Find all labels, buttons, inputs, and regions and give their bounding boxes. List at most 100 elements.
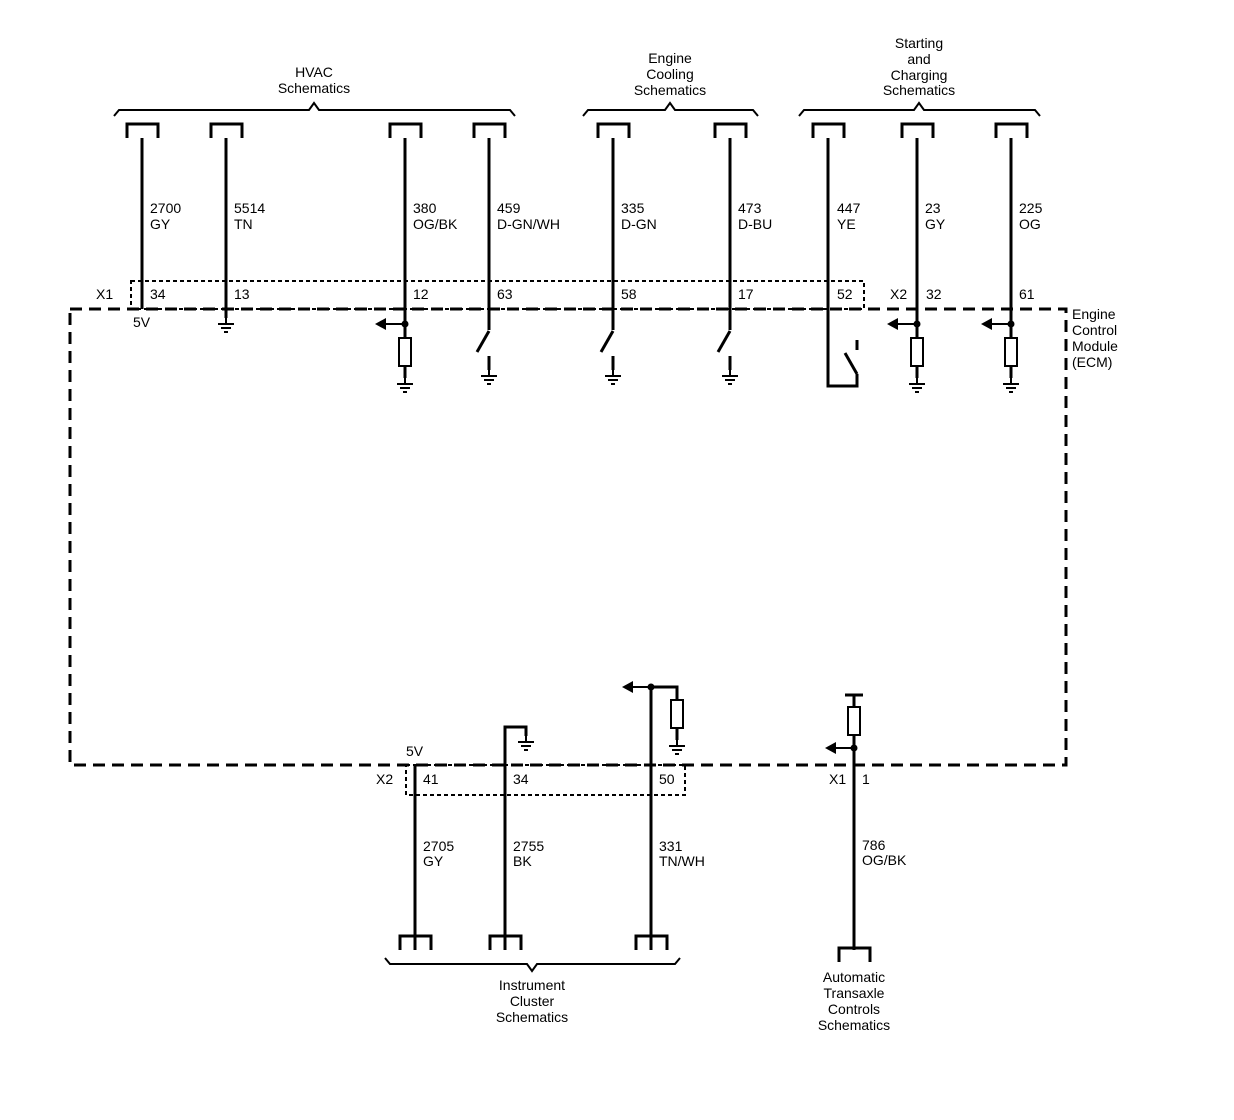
svg-text:Engine: Engine xyxy=(1072,306,1116,322)
x1-top-connector-outline xyxy=(130,280,865,310)
svg-text:HVAC: HVAC xyxy=(295,64,333,80)
svg-text:2755: 2755 xyxy=(513,838,544,854)
ground-icon xyxy=(668,739,686,755)
svg-text:473: 473 xyxy=(738,200,762,216)
signal-arrow-icon xyxy=(887,318,898,330)
signal-arrow-icon xyxy=(981,318,992,330)
ecm-label: Engine Control Module (ECM) xyxy=(1072,306,1118,370)
svg-text:380: 380 xyxy=(413,200,437,216)
svg-text:Charging: Charging xyxy=(891,67,948,83)
hvac-brace xyxy=(113,101,516,117)
svg-text:Schematics: Schematics xyxy=(634,82,706,98)
x2-bottom-connector-label: X2 xyxy=(376,771,393,787)
circuit-2705: 41 2705 GY xyxy=(413,765,454,950)
5v-reference-label-top: 5V xyxy=(133,314,151,330)
svg-text:and: and xyxy=(907,51,930,67)
svg-text:1: 1 xyxy=(862,771,870,787)
ground-icon xyxy=(217,317,235,333)
svg-text:Transaxle: Transaxle xyxy=(824,985,885,1001)
svg-text:786: 786 xyxy=(862,837,886,853)
svg-text:GY: GY xyxy=(423,853,444,869)
switch-icon xyxy=(475,330,491,353)
signal-arrow-icon xyxy=(375,318,386,330)
circuit-2700: 2700 GY 34 xyxy=(140,138,181,309)
resistor-icon xyxy=(910,337,924,367)
svg-text:17: 17 xyxy=(738,286,754,302)
hvac-schematics-label: HVAC Schematics xyxy=(278,64,350,96)
starting-charging-schematics-label: Starting and Charging Schematics xyxy=(883,35,955,98)
svg-text:2705: 2705 xyxy=(423,838,454,854)
svg-text:Controls: Controls xyxy=(828,1001,880,1017)
svg-text:Schematics: Schematics xyxy=(818,1017,890,1033)
svg-text:Module: Module xyxy=(1072,338,1118,354)
svg-text:BK: BK xyxy=(513,853,532,869)
resistor-icon xyxy=(1004,337,1018,367)
resistor-icon xyxy=(847,706,861,736)
svg-text:OG: OG xyxy=(1019,216,1041,232)
svg-text:61: 61 xyxy=(1019,286,1035,302)
signal-arrow-icon xyxy=(622,681,633,693)
svg-text:34: 34 xyxy=(513,771,529,787)
svg-text:225: 225 xyxy=(1019,200,1043,216)
svg-text:Automatic: Automatic xyxy=(823,969,885,985)
ground-icon xyxy=(721,369,739,385)
circuit-335: 335 D-GN 58 xyxy=(599,138,657,385)
svg-text:OG/BK: OG/BK xyxy=(413,216,458,232)
circuit-23: 23 GY 32 xyxy=(887,138,946,393)
automatic-transaxle-schematics-label: Automatic Transaxle Controls Schematics xyxy=(818,969,890,1033)
svg-text:D-BU: D-BU xyxy=(738,216,772,232)
svg-text:YE: YE xyxy=(837,216,856,232)
top-terminals xyxy=(125,122,1029,138)
svg-text:GY: GY xyxy=(150,216,171,232)
svg-text:63: 63 xyxy=(497,286,513,302)
svg-text:Engine: Engine xyxy=(648,50,692,66)
signal-arrow-icon xyxy=(825,742,836,754)
svg-text:Control: Control xyxy=(1072,322,1117,338)
svg-text:58: 58 xyxy=(621,286,637,302)
resistor-icon xyxy=(670,699,684,729)
ground-icon xyxy=(908,377,926,393)
svg-text:32: 32 xyxy=(926,286,942,302)
circuit-459: 459 D-GN/WH 63 xyxy=(475,138,560,385)
engine-cooling-brace xyxy=(582,101,759,117)
ground-icon xyxy=(517,735,535,751)
svg-text:Starting: Starting xyxy=(895,35,943,51)
5v-reference-label-bottom: 5V xyxy=(406,743,424,759)
svg-text:335: 335 xyxy=(621,200,645,216)
svg-text:D-GN/WH: D-GN/WH xyxy=(497,216,560,232)
svg-text:23: 23 xyxy=(925,200,941,216)
x2-top-connector-label: X2 xyxy=(890,286,907,302)
x1-bottom-connector-label: X1 xyxy=(829,771,846,787)
svg-text:Schematics: Schematics xyxy=(278,80,350,96)
resistor-icon xyxy=(398,337,412,367)
circuit-225: 225 OG 61 xyxy=(981,138,1043,393)
svg-text:52: 52 xyxy=(837,286,853,302)
circuit-2755: 34 2755 BK xyxy=(503,725,544,950)
switch-icon xyxy=(599,330,615,353)
ground-icon xyxy=(1002,377,1020,393)
svg-text:Schematics: Schematics xyxy=(496,1009,568,1025)
circuit-473: 473 D-BU 17 xyxy=(716,138,772,385)
instrument-cluster-schematics-label: Instrument Cluster Schematics xyxy=(496,977,568,1025)
svg-text:331: 331 xyxy=(659,838,683,854)
switch-icon xyxy=(843,352,859,375)
svg-text:TN: TN xyxy=(234,216,253,232)
circuit-331: 50 331 TN/WH xyxy=(622,681,705,950)
switch-icon xyxy=(716,330,732,353)
ground-icon xyxy=(604,369,622,385)
svg-text:41: 41 xyxy=(423,771,439,787)
x1-top-connector-label: X1 xyxy=(96,286,113,302)
starting-charging-brace xyxy=(798,101,1041,117)
bottom-terminals xyxy=(398,934,872,962)
svg-text:459: 459 xyxy=(497,200,521,216)
svg-text:Cluster: Cluster xyxy=(510,993,555,1009)
circuit-786: 1 786 OG/BK xyxy=(825,693,907,950)
ground-icon xyxy=(396,377,414,393)
svg-text:Schematics: Schematics xyxy=(883,82,955,98)
svg-text:50: 50 xyxy=(659,771,675,787)
svg-text:2700: 2700 xyxy=(150,200,181,216)
svg-text:D-GN: D-GN xyxy=(621,216,657,232)
svg-text:TN/WH: TN/WH xyxy=(659,853,705,869)
svg-text:Cooling: Cooling xyxy=(646,66,693,82)
